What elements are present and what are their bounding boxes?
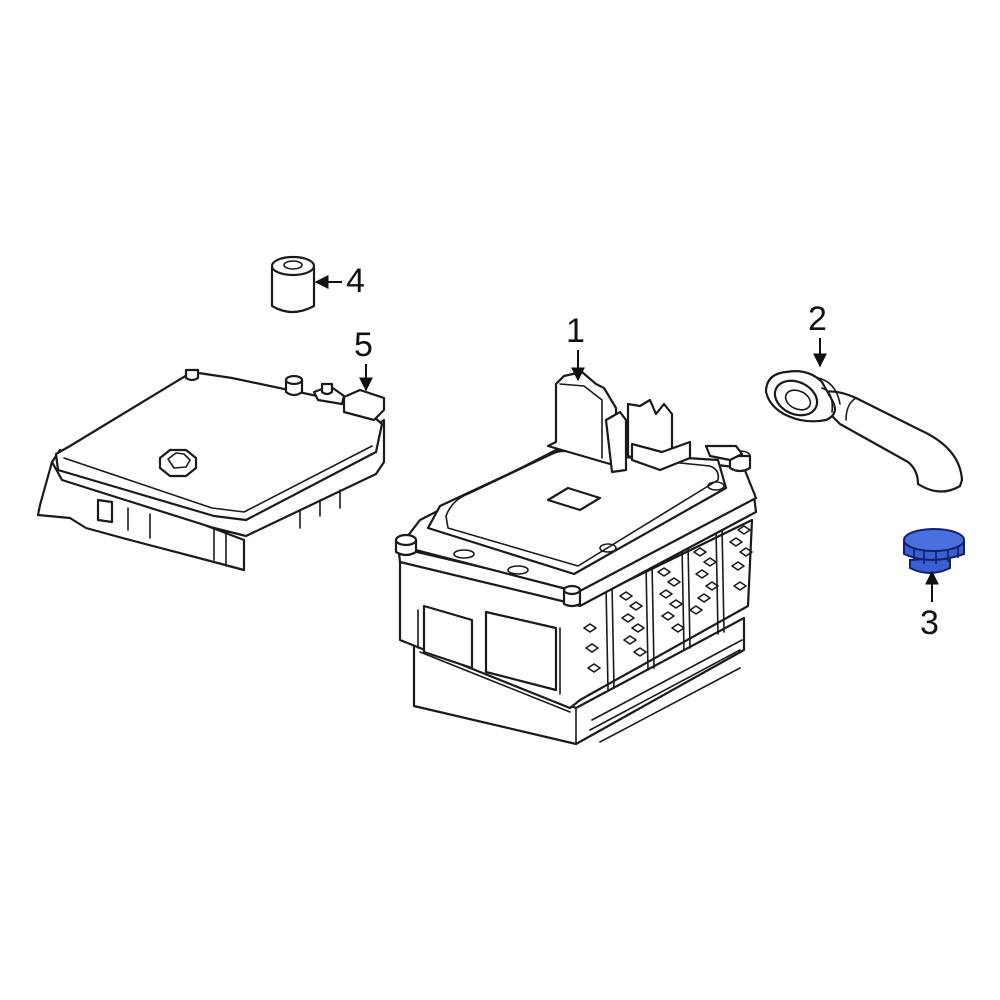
part-4-spacer[interactable] [270, 255, 316, 314]
callout-4-label: 4 [346, 262, 365, 300]
callout-3-label: 3 [920, 604, 939, 642]
callout-2: 2 [808, 300, 827, 368]
callout-1: 1 [566, 312, 585, 382]
callout-5-label: 5 [354, 326, 373, 364]
part-5-control-module[interactable] [36, 368, 386, 572]
callout-1-label: 1 [566, 312, 585, 350]
part-3-plug-highlighted[interactable] [903, 528, 965, 574]
callout-3: 3 [920, 570, 939, 642]
part-2-duct-hose[interactable] [764, 370, 964, 493]
callout-4: 4 [314, 262, 365, 300]
part-1-battery-pack[interactable] [394, 370, 758, 746]
callout-5: 5 [354, 326, 373, 392]
callout-2-label: 2 [808, 300, 827, 338]
